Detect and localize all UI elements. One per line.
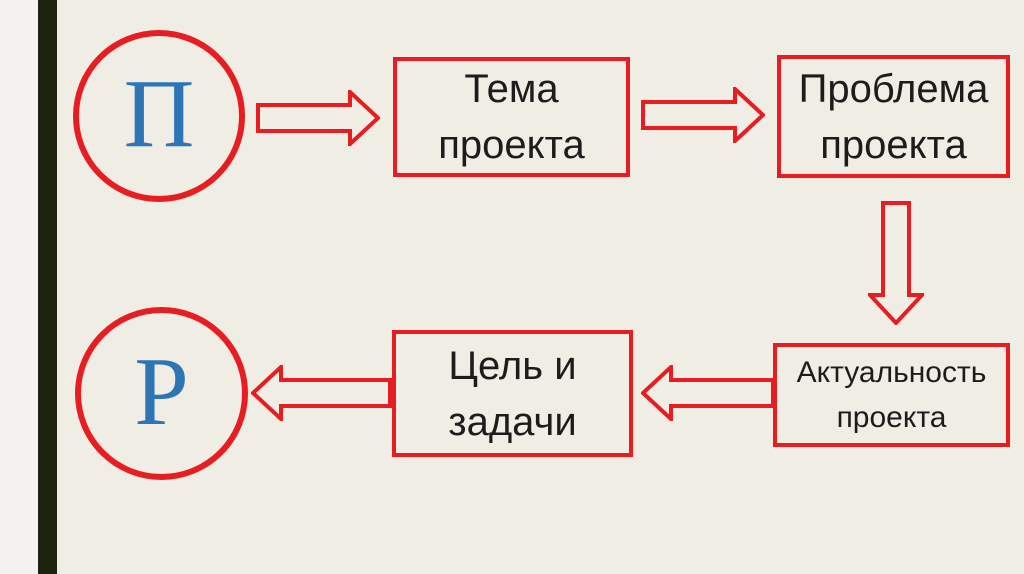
box-problem: Проблема проекта (777, 55, 1010, 178)
circle-letter-p: П (123, 60, 195, 168)
side-accent-bar (38, 0, 57, 574)
box-theme: Тема проекта (393, 57, 630, 177)
box-theme-line1: Тема (464, 67, 559, 111)
arrow-down-icon (868, 201, 924, 325)
circle-node-r: Р (75, 307, 248, 480)
box-relevance: Актуальность проекта (773, 343, 1010, 447)
arrow-right-icon (641, 87, 765, 143)
arrow-left-icon (641, 365, 775, 421)
box-problem-line2: проекта (820, 122, 967, 167)
circle-letter-r: Р (134, 337, 189, 446)
box-goal-line2: задачи (448, 399, 577, 444)
arrow-right-icon (256, 90, 380, 146)
box-goal-line1: Цель и (448, 343, 577, 388)
box-goal: Цель и задачи (392, 330, 633, 457)
box-problem-line1: Проблема (798, 66, 989, 111)
left-margin-stripe (0, 0, 38, 574)
box-theme-line2: проекта (438, 123, 585, 167)
arrow-left-icon (251, 365, 392, 421)
box-relevance-line2: проекта (836, 401, 947, 434)
circle-node-p: П (73, 30, 245, 202)
box-relevance-line1: Актуальность (796, 356, 987, 389)
